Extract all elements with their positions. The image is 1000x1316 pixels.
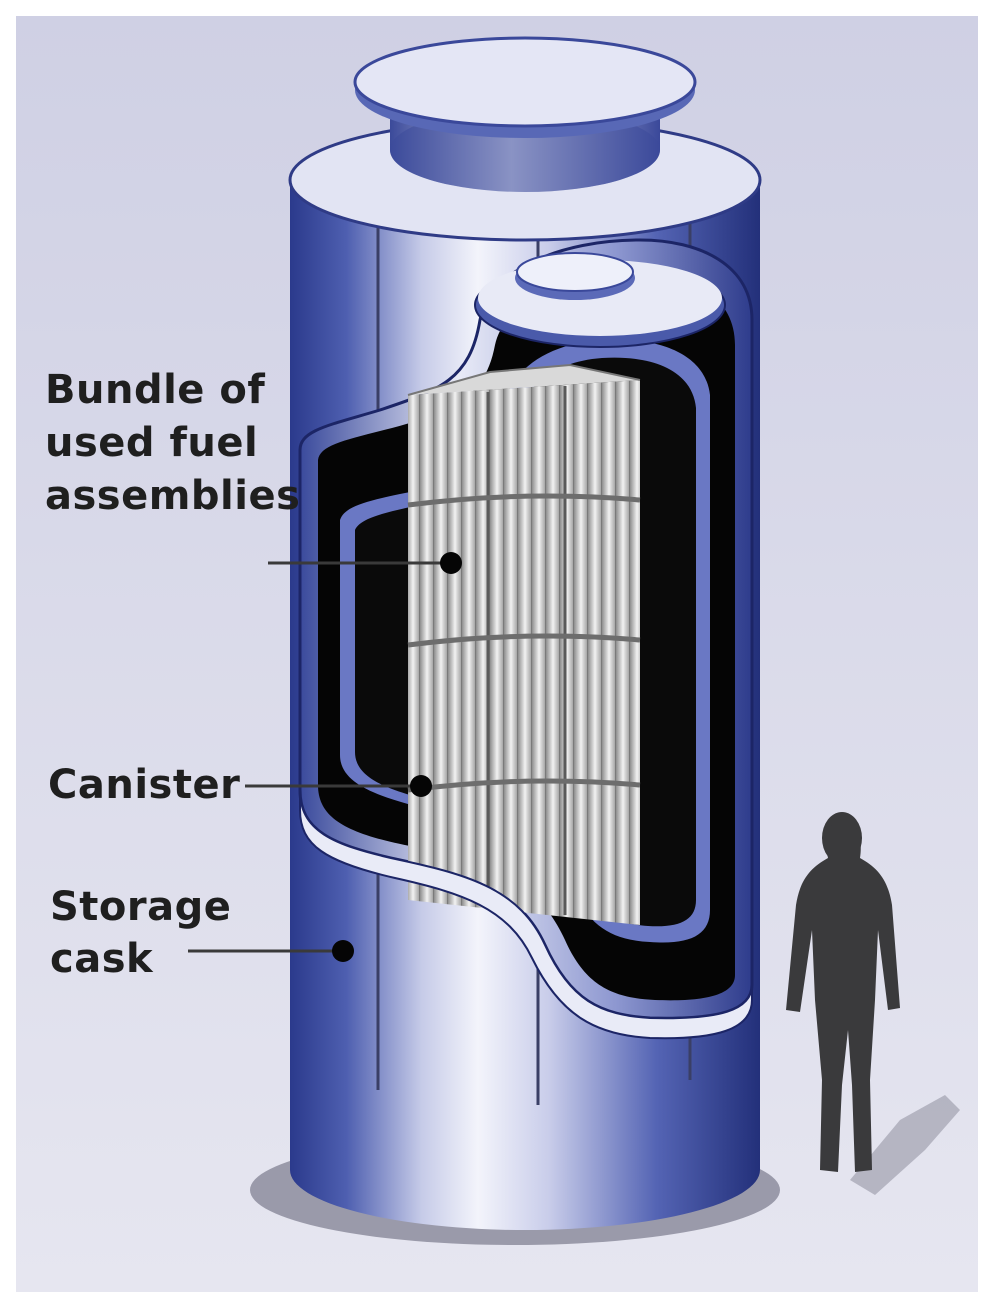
human-silhouette-icon [786, 812, 960, 1195]
label-bundle-line1: Bundle of [45, 367, 265, 413]
callout-cask [188, 940, 354, 962]
canister-lid-cap [516, 252, 634, 292]
callout-canister [245, 775, 432, 797]
label-canister: Canister [48, 762, 240, 808]
cutaway-bottom-lip [299, 789, 753, 1040]
label-bundle-line3: assemblies [45, 473, 300, 519]
label-bundle-line2: used fuel [45, 420, 258, 466]
fuel-assembly-bundle [407, 363, 641, 925]
label-cask-line2: cask [50, 936, 154, 982]
border [12, 12, 982, 1296]
cask-lid [353, 36, 697, 128]
label-cask-line1: Storage [50, 884, 231, 930]
callout-bundle [268, 552, 462, 574]
